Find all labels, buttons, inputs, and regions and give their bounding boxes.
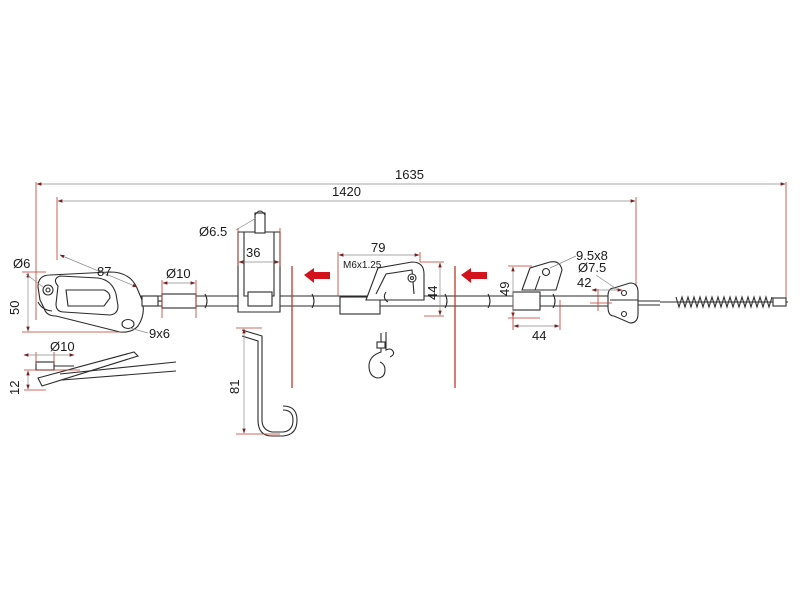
overall-length-dimension: 1635 [35,167,787,320]
right-slot-hole [541,267,551,277]
right-bracket: 49 44 9.5x8 [497,248,608,343]
clip-bracket: 36 Ø6.5 [199,210,281,313]
bracket-79-label: 79 [371,240,385,255]
left-end-dimensions: 50 Ø6 87 9x6 Ø10 [7,254,197,341]
direction-arrow-left [304,268,330,283]
cable-length-dimension: 1420 [56,184,637,290]
slot-hole [121,318,135,330]
overall-length-label: 1635 [395,167,424,182]
height-50-label: 50 [7,301,22,315]
right-width-44-label: 44 [532,328,546,343]
end-diameter-10-label: Ø10 [166,266,191,281]
eye-diameter-label: Ø6 [13,256,30,271]
height-12-label: 12 [7,381,22,395]
mounting-bracket: 79 M6x1.25 44 [337,240,444,317]
slot-9x6-label: 9x6 [149,326,170,341]
pin-end-side-view: 12 Ø10 [7,339,177,395]
hook-clip: 81 [227,327,298,437]
end-length-42-label: 42 [577,275,591,290]
spring-clip [368,332,395,379]
thread-label: M6x1.25 [343,260,382,271]
direction-arrow-right [461,268,487,283]
lever-bracket [37,271,197,333]
bracket-87-label: 87 [97,264,111,279]
eye-hole [42,284,54,296]
cable-end-flange: 42 Ø7.5 [577,260,660,324]
right-slot-label: 9.5x8 [576,248,608,263]
hook-height-81-label: 81 [227,380,242,394]
cable-length-label: 1420 [332,184,361,199]
bracket-44-height-label: 44 [425,286,440,300]
clip-width-36-label: 36 [246,245,260,260]
right-height-49-label: 49 [497,282,512,296]
pin-diameter-label: Ø10 [50,339,75,354]
end-diameter-7-5-label: Ø7.5 [578,260,606,275]
return-spring [660,295,788,309]
clip-hole-label: Ø6.5 [199,224,227,239]
bolt-hole [407,273,417,283]
